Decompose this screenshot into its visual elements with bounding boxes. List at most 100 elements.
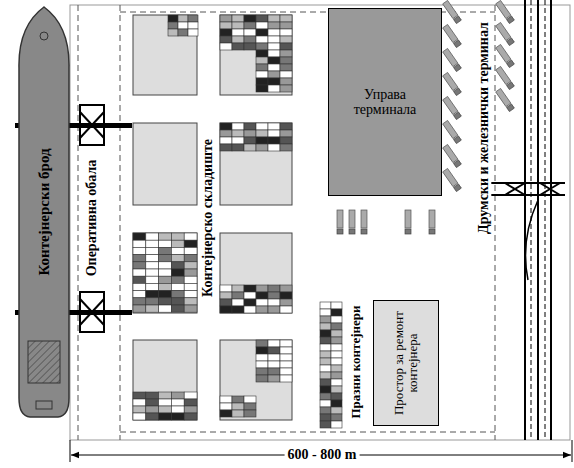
- container: [320, 323, 331, 330]
- container: [232, 123, 244, 130]
- rail-crane: [482, 183, 565, 195]
- container: [280, 43, 292, 50]
- container: [268, 43, 280, 50]
- container: [171, 276, 184, 283]
- container: [268, 71, 280, 78]
- container: [320, 414, 331, 421]
- container: [280, 64, 292, 71]
- container: [268, 78, 280, 85]
- container-stacks: [133, 15, 342, 428]
- container: [184, 413, 197, 420]
- container: [159, 233, 172, 240]
- container: [320, 330, 331, 337]
- container: [280, 354, 292, 361]
- container: [232, 292, 244, 299]
- ship-shape: Контејнерски брод: [16, 6, 72, 418]
- container: [133, 298, 146, 305]
- container: [232, 144, 244, 151]
- container: [244, 36, 256, 43]
- container: [256, 299, 268, 306]
- container: [331, 421, 342, 428]
- container: [184, 233, 197, 240]
- container: [220, 29, 232, 36]
- container: [244, 29, 256, 36]
- container: [244, 123, 256, 130]
- container: [256, 43, 268, 50]
- container: [146, 291, 159, 298]
- container: [268, 15, 280, 22]
- container: [268, 285, 280, 292]
- container: [146, 276, 159, 283]
- container: [171, 240, 184, 247]
- container: [220, 123, 232, 130]
- container: [268, 340, 280, 347]
- container: [280, 306, 292, 313]
- container: [331, 379, 342, 386]
- container: [133, 255, 146, 262]
- container: [280, 22, 292, 29]
- container: [320, 302, 331, 309]
- truck: [443, 48, 462, 71]
- container: [184, 269, 197, 276]
- container: [220, 137, 232, 144]
- container: [159, 413, 172, 420]
- container: [159, 276, 172, 283]
- container: [133, 247, 146, 254]
- container: [244, 396, 256, 403]
- container: [220, 130, 232, 137]
- container: [256, 306, 268, 313]
- container: [280, 71, 292, 78]
- container: [268, 354, 280, 361]
- container: [256, 361, 268, 368]
- container: [133, 413, 146, 420]
- truck: [349, 210, 355, 234]
- empty-containers-label: Празни контејнери: [349, 302, 363, 421]
- container: [256, 22, 268, 29]
- container: [280, 292, 292, 299]
- admin-building: Управа терминала: [328, 8, 442, 196]
- container: [184, 276, 197, 283]
- container: [280, 368, 292, 375]
- node-label: Управа терминала: [336, 87, 434, 118]
- container: [280, 285, 292, 292]
- truck: [429, 210, 435, 234]
- container: [146, 413, 159, 420]
- container: [171, 247, 184, 254]
- container: [220, 285, 232, 292]
- container: [159, 283, 172, 290]
- container: [171, 399, 184, 406]
- container: [232, 299, 244, 306]
- container: [268, 361, 280, 368]
- container: [280, 361, 292, 368]
- container: [232, 15, 244, 22]
- container: [280, 85, 292, 92]
- container: [146, 255, 159, 262]
- container: [220, 410, 232, 417]
- quay-label: Оперативна обала: [84, 157, 99, 280]
- container: [168, 22, 178, 29]
- container: [146, 262, 159, 269]
- container: [146, 283, 159, 290]
- container: [256, 36, 268, 43]
- container: [232, 130, 244, 137]
- container: [268, 130, 280, 137]
- container: [146, 269, 159, 276]
- container: [184, 291, 197, 298]
- container: [184, 262, 197, 269]
- container: [244, 403, 256, 410]
- container: [184, 255, 197, 262]
- container: [171, 283, 184, 290]
- container: [256, 64, 268, 71]
- container: [184, 392, 197, 399]
- container: [331, 330, 342, 337]
- container: [232, 137, 244, 144]
- container: [256, 375, 268, 382]
- container: [331, 407, 342, 414]
- container: [280, 57, 292, 64]
- container: [280, 340, 292, 347]
- container: [280, 15, 292, 22]
- truck: [496, 88, 515, 111]
- container: [256, 123, 268, 130]
- truck: [443, 120, 462, 143]
- container: [146, 247, 159, 254]
